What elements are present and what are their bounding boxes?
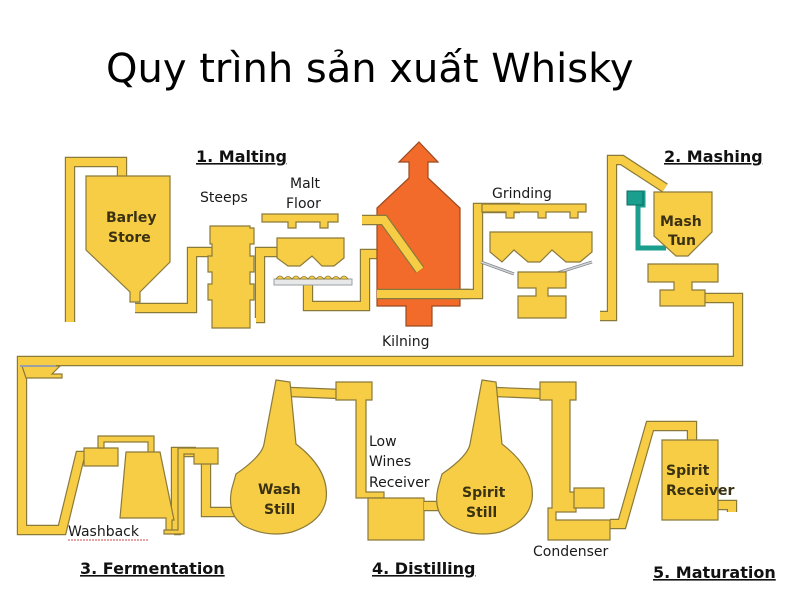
grinding-rail [481, 203, 587, 219]
label-receiver: Receiver [369, 475, 430, 491]
steeps-vessel [207, 225, 255, 329]
malt-floor-rail [261, 213, 339, 229]
mash-tun [653, 191, 713, 257]
kiln [376, 141, 461, 327]
yeast-vessel [83, 447, 119, 467]
stage-distilling: 4. Distilling [372, 559, 476, 578]
label-spirit: Spirit [462, 485, 506, 501]
label-low: Low [369, 434, 397, 450]
label-barley: Barley [106, 210, 156, 226]
wash-condenser [335, 381, 385, 499]
wash-feed-pipe [163, 447, 219, 535]
label-spirit-receiver-1: Spirit [666, 463, 710, 479]
label-floor: Floor [286, 196, 321, 212]
wash-still [229, 379, 328, 535]
cooler-inlet [21, 365, 63, 379]
label-mash: Mash [660, 214, 702, 230]
malt-floor-bed [273, 278, 353, 286]
label-kilning: Kilning [382, 334, 429, 350]
malt-floor-hopper [276, 237, 345, 267]
low-wines-receiver [367, 497, 425, 541]
stage-mashing: 2. Mashing [664, 147, 763, 166]
label-condenser: Condenser [533, 544, 608, 560]
page-title: Quy trình sản xuất Whisky [106, 46, 634, 92]
label-wash-still: Still [264, 502, 295, 518]
hot-water-tank [626, 190, 644, 206]
label-store: Store [108, 230, 151, 246]
label-grinding: Grinding [492, 186, 552, 202]
label-wines: Wines [369, 454, 411, 470]
label-steeps: Steeps [200, 190, 248, 206]
label-spirit-still: Still [466, 505, 497, 521]
label-spirit-receiver-2: Receiver [666, 483, 734, 499]
stage-malting: 1. Malting [196, 147, 287, 166]
washback-connector [97, 435, 155, 455]
label-wash: Wash [258, 482, 301, 498]
grist-hopper [517, 271, 567, 319]
condenser-box [573, 487, 605, 509]
spirit-still [436, 379, 534, 535]
spirit-condenser [539, 381, 611, 541]
germinating-grain [275, 275, 349, 280]
washback-vessel [119, 451, 175, 533]
label-washback: Washback [68, 524, 140, 540]
kiln-inner-pipe [362, 216, 424, 273]
spirit-receiver [661, 439, 719, 521]
label-malt: Malt [290, 176, 321, 192]
label-tun: Tun [668, 233, 696, 249]
grinding-hopper [489, 231, 593, 263]
underback [647, 263, 719, 307]
stage-fermentation: 3. Fermentation [80, 559, 225, 578]
stage-maturation: 5. Maturation [653, 563, 776, 582]
barley-store-silo [85, 175, 171, 303]
